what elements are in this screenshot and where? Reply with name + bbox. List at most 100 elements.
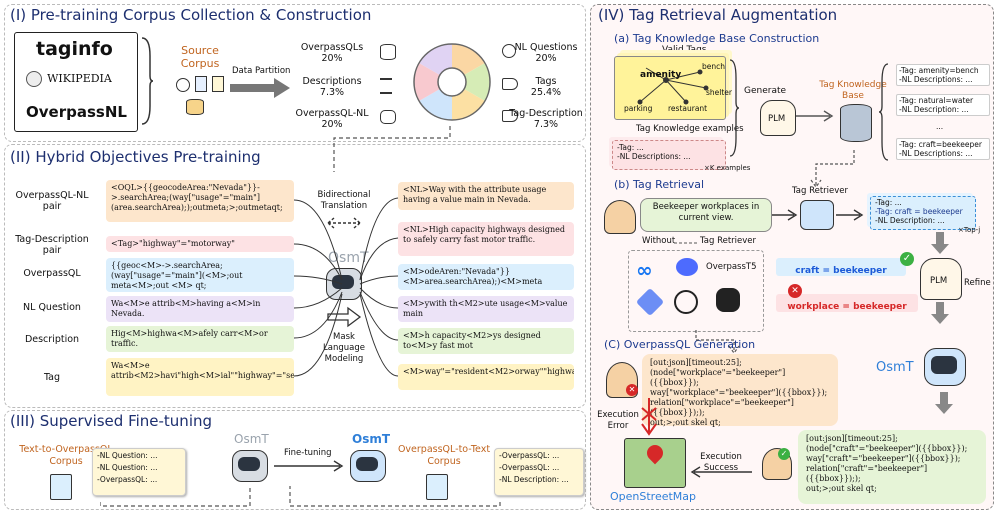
t2o-line: -NL Question: ...	[97, 463, 158, 472]
output-box-oqlnl: <NL>Way with the attribute usage having …	[398, 182, 574, 210]
tag-retriever-label: Tag Retriever	[792, 186, 849, 196]
user-icon	[604, 200, 636, 234]
tk-line: -Tag: ...	[617, 143, 644, 152]
retrieved-line: -Tag: craft = beekeeper	[875, 207, 963, 216]
tag-node-restaurant: restaurant	[668, 104, 708, 113]
input-box-oqlnl: <OQL>{{geocodeArea:"Nevada"}}->.searchAr…	[106, 180, 294, 222]
split-item-name: OverpassQLs	[300, 42, 364, 53]
split-item-tagdesc: Tag-Description 7.3%	[506, 108, 586, 130]
chat-gear-icon	[380, 110, 396, 124]
bidirectional-label: Bidirectional Translation	[317, 190, 371, 211]
plm-label-a: PLM	[768, 114, 786, 124]
o2t-line: -OverpassQL: ...	[499, 451, 560, 460]
tag-node-parking: parking	[624, 104, 653, 113]
split-item-pct: 7.3%	[319, 87, 345, 98]
source-box	[14, 32, 138, 132]
map-icon	[624, 438, 686, 488]
generate-label: Generate	[744, 86, 787, 96]
k-examples-label: ×K examples	[704, 164, 751, 172]
workplace-text: workplace = beekeeper	[787, 302, 907, 312]
sub-c-title: (C) OverpassQL Generation	[604, 338, 756, 351]
output-box-oql: <M>odeAren:"Nevada"}}<M>area.searchArea)…	[398, 264, 574, 290]
split-item-oqlnl: OverpassQL-NL 20%	[292, 108, 372, 130]
query-text: Beekeeper workplaces in current view.	[652, 202, 760, 223]
robot-face	[356, 457, 378, 471]
kb-entry-tag: -Tag: amenity=bench	[899, 66, 979, 75]
tag-graph	[637, 67, 709, 105]
wikipedia-text: WIKIPEDIA	[47, 72, 112, 85]
output-box-nlq: <M>ywith th<M2>ute usage<M>value main	[398, 296, 574, 322]
taginfo-logo: taginfo	[36, 38, 113, 60]
good-query-line: relation["craft"="beekeeper"]({{bbox}});…	[806, 464, 928, 483]
database-icon	[840, 104, 872, 142]
osmt-b-label: OsmT	[352, 432, 391, 446]
kb-bracket	[878, 63, 889, 161]
error-arrow	[641, 398, 657, 436]
database-icon	[186, 99, 204, 115]
output-box-tagdesc: <NL>High capacity highways designed to s…	[398, 222, 574, 256]
retrieved-line: -Tag: ...	[875, 198, 902, 207]
kb-entry: -Tag: craft=beekeeper -NL Descriptions: …	[896, 138, 990, 160]
section-1-frame	[4, 4, 586, 142]
without-label: Without	[642, 236, 676, 246]
input-box-nlq: Wa<M>e attrib<M>having a<M>in Nevada.	[106, 296, 294, 322]
craft-text: craft = beekeeper	[795, 266, 887, 276]
tag-node-shelter: shelter	[706, 88, 732, 97]
valid-tags-label: Valid Tags	[662, 45, 707, 55]
sub-a-title: (a) Tag Knowledge Base Construction	[614, 32, 820, 45]
section-3-frame	[4, 410, 586, 510]
osmt-iv-robot-icon	[924, 348, 966, 386]
check-icon: ✓	[900, 252, 914, 266]
generate-arrow	[796, 110, 834, 122]
kb-entry-desc: -NL Description: ...	[899, 105, 969, 114]
input-box-tag: Wa<M>e attrib<M2>havi"high<M>ial""highwa…	[106, 358, 294, 396]
sub-b-title: (b) Tag Retrieval	[614, 178, 705, 191]
robot-logo-icon	[716, 288, 740, 312]
database-gear-icon	[380, 44, 396, 60]
t2o-line: -OverpassQL: ...	[97, 475, 158, 484]
osmt-label: OsmT	[328, 250, 369, 266]
openai-logo-icon	[674, 290, 698, 314]
kb-entry: -Tag: amenity=bench -NL Descriptions: ..…	[896, 64, 990, 86]
kb-entry-desc: -NL Descriptions: ...	[899, 75, 973, 84]
input-box-desc: Hig<M>highwa<M>afely carr<M>or traffic.	[106, 326, 294, 352]
row-label-tagdesc: Tag-Description pair	[15, 234, 89, 256]
split-item-name: Tags	[535, 76, 557, 87]
o2t-corpus-card: -OverpassQL: ... -OverpassQL: ... -NL De…	[494, 448, 584, 496]
craft-pill: craft = beekeeper	[776, 258, 906, 276]
wheel-to-s2-dashed-arrow	[333, 126, 451, 172]
exec-error-label: Execution Error	[597, 410, 639, 431]
kb-entry-tag: -Tag: craft=beekeeper	[899, 140, 982, 149]
section-4-title: (IV) Tag Retrieval Augmentation	[598, 6, 838, 24]
partition-arrow	[230, 78, 290, 98]
good-query-line: (node["craft"="beekeeper"]({{bbox}});	[806, 444, 968, 453]
without-dashed-line	[674, 242, 698, 244]
robot-face	[238, 457, 260, 471]
section-3-title: (III) Supervised Fine-tuning	[10, 412, 213, 430]
row-label-oqlnl: OverpassQL-NL pair	[15, 190, 89, 212]
split-item-pct: 20%	[321, 119, 343, 130]
deepseek-logo-icon	[676, 258, 698, 276]
tk-examples-card: -Tag: ... -NL Descriptions: ...	[612, 140, 726, 170]
retrieved-card: -Tag: ... -Tag: craft = beekeeper -NL De…	[870, 196, 976, 230]
split-item-pct: 20%	[321, 53, 343, 64]
kb-entry: -Tag: natural=water -NL Description: ...	[896, 94, 990, 116]
bad-query-line: out;>;out skel qt;	[650, 418, 721, 427]
top-j-label: ×Top-j	[958, 226, 981, 234]
query-arrow	[772, 209, 798, 221]
split-item-oql: OverpassQLs 20%	[292, 42, 372, 64]
tag-retriever-label-2: Tag Retriever	[700, 236, 757, 246]
t2o-line: -NL Question: ...	[97, 451, 158, 460]
t2o-corpus-card: -NL Question: ... -NL Question: ... -Ove…	[92, 448, 186, 496]
input-box-tagdesc: <Tag>"highway"="motorway"	[106, 236, 294, 252]
split-item-desc: Descriptions 7.3%	[292, 76, 372, 98]
split-item-nlq: NL Questions 20%	[506, 42, 586, 64]
bad-query-line: relation["workplace"="beekeeper"]({{bbox…	[650, 398, 794, 417]
bidirectional-arrow-icon	[327, 217, 361, 229]
o2t-line: -OverpassQL: ...	[499, 463, 560, 472]
map-pin-icon	[643, 441, 667, 465]
tag-node-bench: bench	[702, 62, 726, 71]
split-item-pct: 20%	[535, 53, 557, 64]
refine-down-arrow	[931, 302, 949, 324]
split-item-name: Descriptions	[302, 76, 362, 87]
